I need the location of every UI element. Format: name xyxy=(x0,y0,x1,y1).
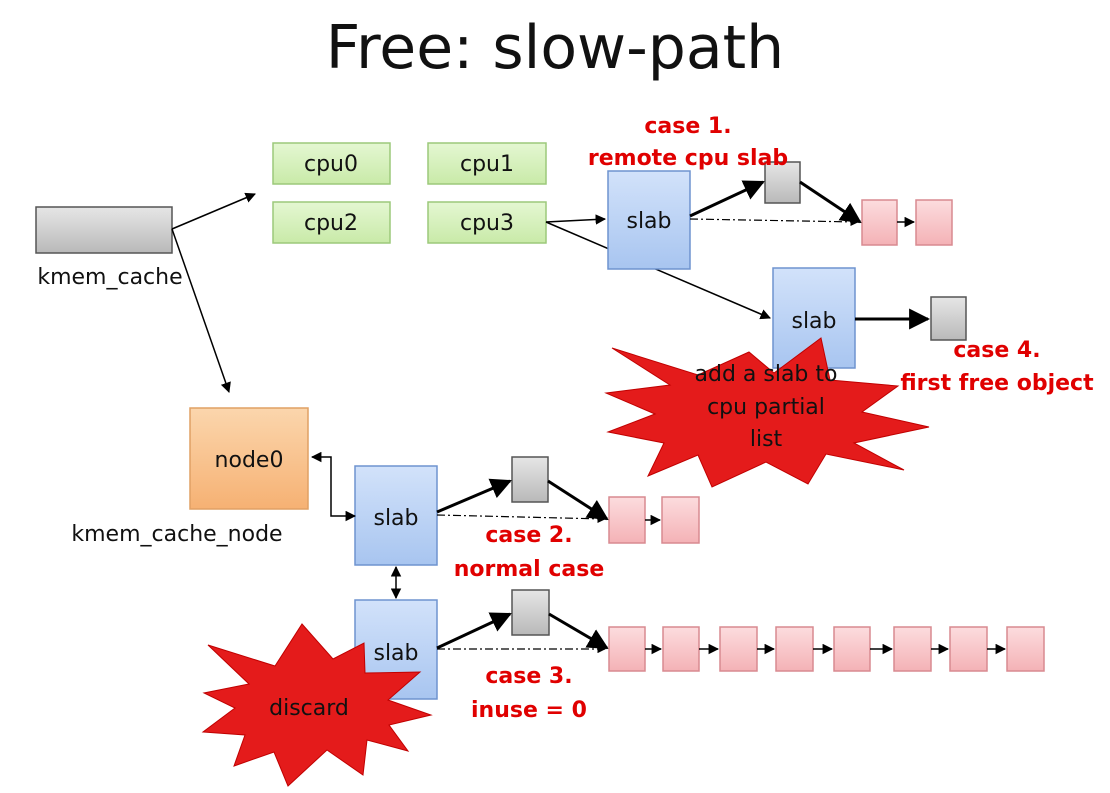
case4-title: case 4. xyxy=(953,338,1040,363)
starburst-shape xyxy=(201,623,433,787)
arrow-slab1-to-freed xyxy=(689,180,765,218)
case2-title: case 2. xyxy=(485,523,572,548)
dashed-old-freelist-case2 xyxy=(436,514,606,524)
free-object-case1-2 xyxy=(915,199,953,246)
free-object-case3 xyxy=(608,626,646,672)
arrow-slab3-to-freed xyxy=(436,612,512,650)
cpu-box-0: cpu0 xyxy=(272,142,391,185)
kmem-cache-node-label: kmem_cache_node xyxy=(71,522,282,547)
cpu-box-3: cpu3 xyxy=(427,201,547,244)
free-object-case3 xyxy=(949,626,988,672)
slab-label: slab xyxy=(626,209,671,234)
kmem-cache-label: kmem_cache xyxy=(37,265,182,290)
free-object-case1-1 xyxy=(861,199,898,246)
case3-title: case 3. xyxy=(485,664,572,689)
slab-label: slab xyxy=(373,506,418,531)
burst-partial-line-3: list xyxy=(750,427,783,452)
free-object-case3 xyxy=(775,626,814,672)
burst-partial-line-1: add a slab to xyxy=(695,362,838,387)
slab-label: slab xyxy=(373,641,418,666)
burst-partial: add a slab to cpu partial list xyxy=(604,337,930,488)
free-list-case3 xyxy=(608,626,1045,672)
arrow-node-slab-link xyxy=(310,451,357,522)
freed-object-case2 xyxy=(511,456,549,503)
arrow-freed-to-list1 xyxy=(799,180,862,224)
arrow-slab2-to-freed xyxy=(436,478,512,514)
cpu-label: cpu3 xyxy=(460,211,514,236)
burst-partial-line-2: cpu partial xyxy=(707,395,825,420)
free-object-case2-1 xyxy=(608,496,646,544)
free-object-case3 xyxy=(719,626,758,672)
burst-discard: discard xyxy=(201,623,433,787)
arrow-cache-to-cpus xyxy=(171,192,256,230)
node0-box xyxy=(189,407,309,510)
cpu-label: cpu0 xyxy=(304,152,358,177)
free-object-case2-2 xyxy=(661,496,700,544)
cpu-box-2: cpu2 xyxy=(272,201,391,244)
page-title: Free: slow-path xyxy=(326,13,784,83)
dashed-old-freelist-case1 xyxy=(689,217,859,227)
slab-case1 xyxy=(607,170,691,270)
case1-desc: remote cpu slab xyxy=(588,146,788,171)
arrow-freed-to-list3 xyxy=(548,612,609,650)
arrow-cpu3-to-slab-case4 xyxy=(545,221,771,320)
arrow-cache-to-node xyxy=(171,228,231,393)
cpu-box-1: cpu1 xyxy=(427,142,547,185)
cpu-label: cpu1 xyxy=(460,152,514,177)
free-object-case3 xyxy=(893,626,932,672)
freed-object-case3 xyxy=(511,589,550,636)
case2-desc: normal case xyxy=(454,557,605,582)
free-object-case3 xyxy=(1006,626,1045,672)
free-object-case3 xyxy=(833,626,871,672)
kmem-cache-box xyxy=(35,206,173,254)
starburst-shape xyxy=(604,337,930,488)
free-object-case3 xyxy=(662,626,700,672)
node0-label: node0 xyxy=(215,448,284,473)
slab-label: slab xyxy=(791,309,836,334)
arrow-freed-to-list2 xyxy=(547,479,609,521)
freed-object-case4 xyxy=(930,296,967,341)
case1-title: case 1. xyxy=(644,114,731,139)
case3-desc: inuse = 0 xyxy=(471,698,587,723)
burst-discard-label: discard xyxy=(269,696,349,721)
case4-desc: first free object xyxy=(900,371,1094,396)
arrow-cpu3-to-slab-case1 xyxy=(545,214,607,225)
cpu-label: cpu2 xyxy=(304,211,358,236)
